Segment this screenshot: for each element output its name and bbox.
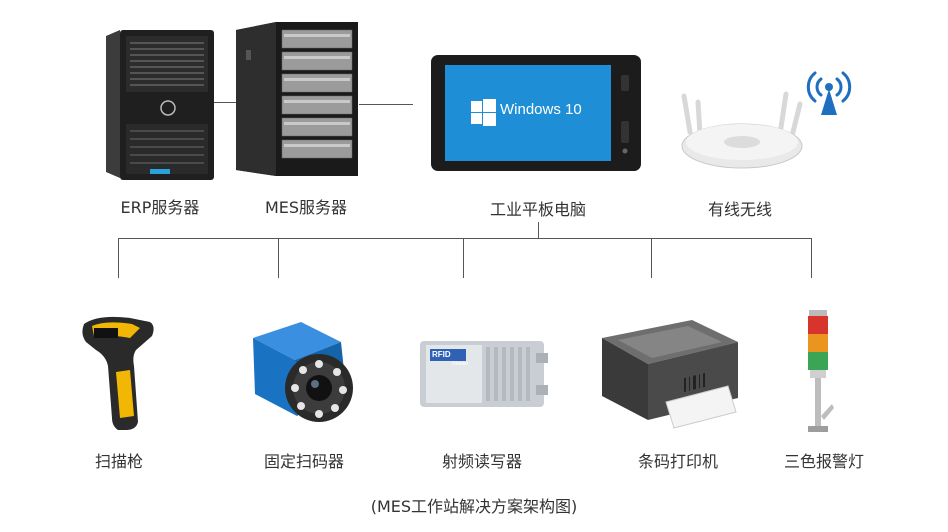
mes-tablet-connector — [359, 104, 413, 105]
wifi-signal-icon — [806, 71, 852, 115]
signal-tower-image — [808, 310, 834, 432]
erp-server-image — [106, 30, 214, 180]
erp-mes-connector — [214, 102, 236, 103]
rfid-device-text: RFID — [432, 350, 451, 359]
barcode-printer-label: 条码打印机 — [637, 452, 719, 471]
fixed-scanner-label: 固定扫码器 — [263, 452, 345, 471]
bus-horizontal-line — [118, 238, 812, 239]
tablet-down-connector — [538, 222, 539, 238]
rfid-reader-image — [420, 341, 548, 407]
wireless-router-image — [681, 91, 803, 169]
mes-server-image — [236, 22, 358, 176]
bus-drop-printer — [651, 238, 652, 278]
erp-server-label: ERP服务器 — [120, 198, 200, 217]
diagram-caption: (MES工作站解决方案架构图) — [370, 497, 578, 516]
rfid-reader-label: 射频读写器 — [441, 452, 523, 471]
bus-drop-rfid — [463, 238, 464, 278]
rfid-device-subtext: Reader — [452, 361, 469, 367]
signal-tower-label: 三色报警灯 — [783, 452, 865, 471]
scanner-gun-label: 扫描枪 — [94, 452, 144, 471]
wireless-label: 有线无线 — [707, 200, 773, 219]
bus-drop-tower — [811, 238, 812, 278]
industrial-tablet-image — [431, 55, 641, 171]
scanner-gun-image — [82, 316, 154, 430]
bus-drop-fixed-scanner — [278, 238, 279, 278]
fixed-scanner-image — [253, 322, 353, 422]
mes-server-label: MES服务器 — [264, 198, 348, 217]
tablet-label: 工业平板电脑 — [489, 200, 587, 219]
tablet-screen-text: Windows 10 — [500, 101, 582, 118]
barcode-printer-image — [602, 320, 738, 429]
bus-drop-scanner-gun — [118, 238, 119, 278]
